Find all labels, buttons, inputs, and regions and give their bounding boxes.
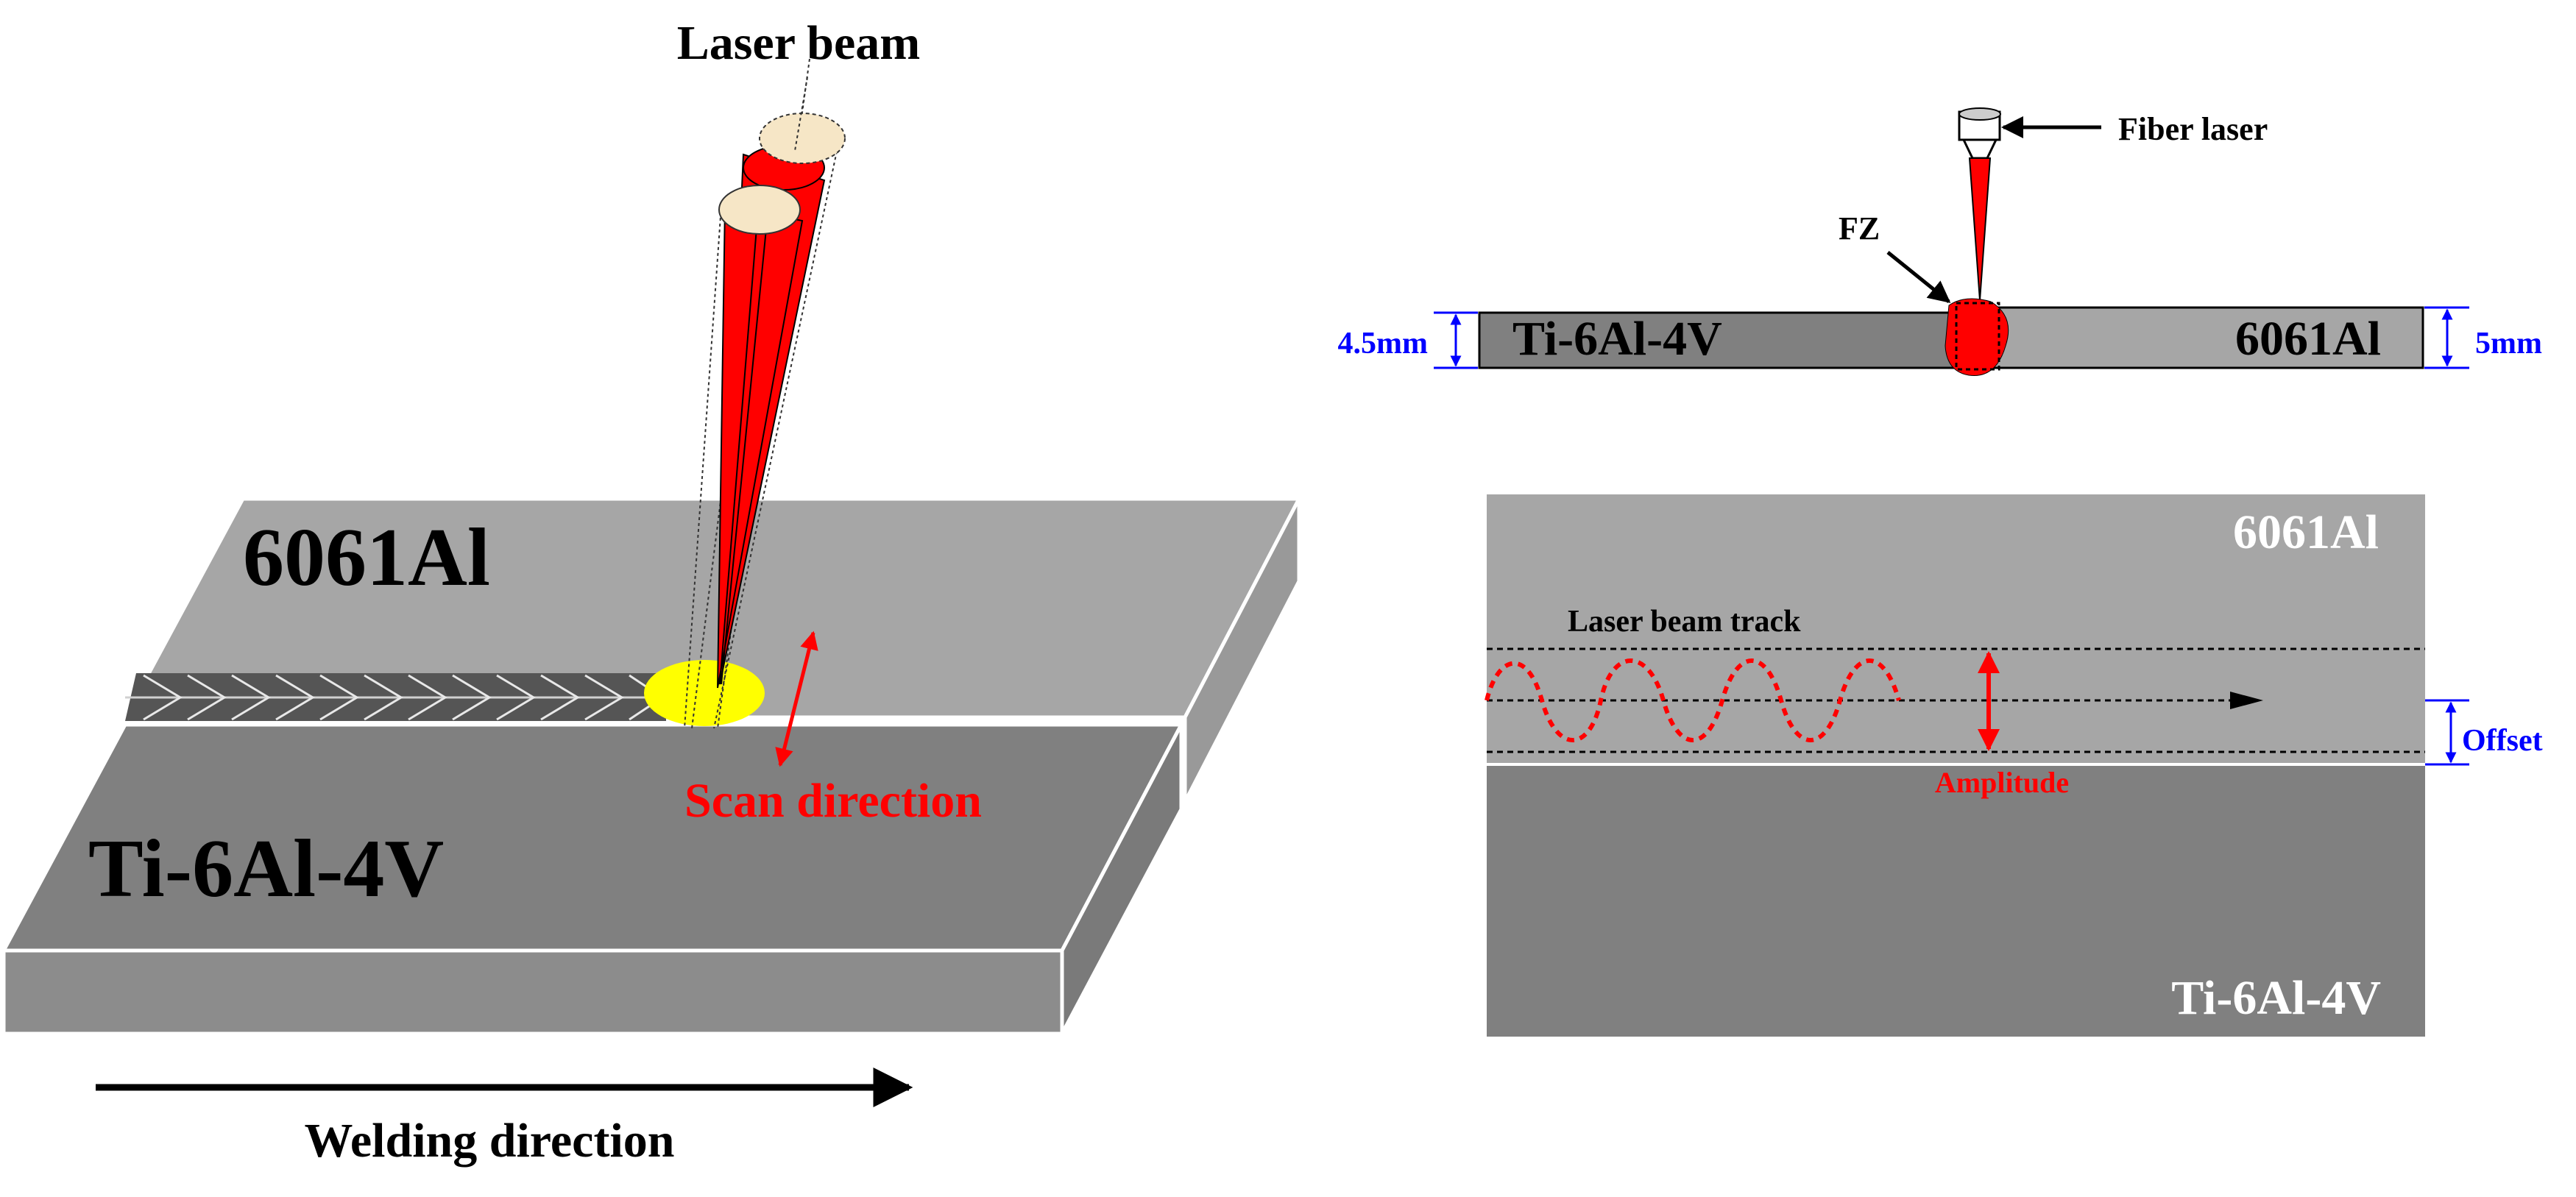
cross-section-panel: Fiber laser FZ Ti-6Al-4V 6061Al 4.5mm 5m… bbox=[1338, 107, 2542, 376]
ti-plate-side bbox=[1060, 723, 1183, 1035]
fz-pointer bbox=[1886, 251, 1951, 303]
beam-cap-upper bbox=[759, 113, 846, 164]
al-plate-section bbox=[1956, 306, 2424, 369]
ti-topview-label: Ti-6Al-4V bbox=[2171, 971, 2381, 1025]
offset-dimension bbox=[2425, 699, 2469, 766]
right-thickness-label: 5mm bbox=[2475, 327, 2542, 360]
al-plate-topview bbox=[1487, 494, 2425, 764]
thickness-dimension-left bbox=[1434, 311, 1478, 369]
fz-label: FZ bbox=[1839, 210, 1880, 246]
beam-cap-lower bbox=[718, 185, 801, 235]
scan-direction-label: Scan direction bbox=[684, 774, 982, 828]
al-topview-label: 6061Al bbox=[2233, 505, 2379, 559]
fiber-laser-label: Fiber laser bbox=[2118, 111, 2268, 147]
amplitude-label: Amplitude bbox=[1935, 766, 2069, 799]
track-label: Laser beam track bbox=[1568, 605, 1801, 639]
track-direction-arrowhead bbox=[2230, 692, 2263, 709]
ti-section-label: Ti-6Al-4V bbox=[1512, 312, 1722, 366]
welding-direction-label: Welding direction bbox=[305, 1114, 675, 1168]
track-bounds bbox=[1487, 647, 2425, 753]
fusion-zone bbox=[1945, 298, 2009, 376]
thickness-dimension-right bbox=[2424, 306, 2469, 369]
fiber-laser-icon bbox=[1958, 107, 2001, 301]
ti-plate-section bbox=[1478, 311, 1959, 369]
al-plate-label: 6061Al bbox=[243, 512, 490, 603]
ti-plate-topview bbox=[1487, 764, 2425, 1037]
ti-plate-label: Ti-6Al-4V bbox=[88, 823, 444, 914]
oscillation-path bbox=[1485, 658, 1901, 742]
weld-seam bbox=[125, 673, 666, 721]
laser-beam bbox=[717, 77, 846, 689]
al-section-label: 6061Al bbox=[2235, 312, 2381, 366]
al-plate-side bbox=[1183, 497, 1301, 803]
left-thickness-label: 4.5mm bbox=[1338, 327, 1428, 360]
left-3d-panel: Laser beam 6061Al Ti-6Al-4V Scan directi… bbox=[0, 16, 1303, 1168]
melt-pool bbox=[644, 660, 765, 726]
top-view-panel: 6061Al Ti-6Al-4V Amplitude Laser beam tr… bbox=[1485, 494, 2543, 1037]
scan-direction-arrow bbox=[775, 631, 818, 767]
offset-label: Offset bbox=[2462, 724, 2543, 758]
laser-beam-label: Laser beam bbox=[677, 16, 921, 70]
ti-plate-front bbox=[1, 948, 1064, 1036]
